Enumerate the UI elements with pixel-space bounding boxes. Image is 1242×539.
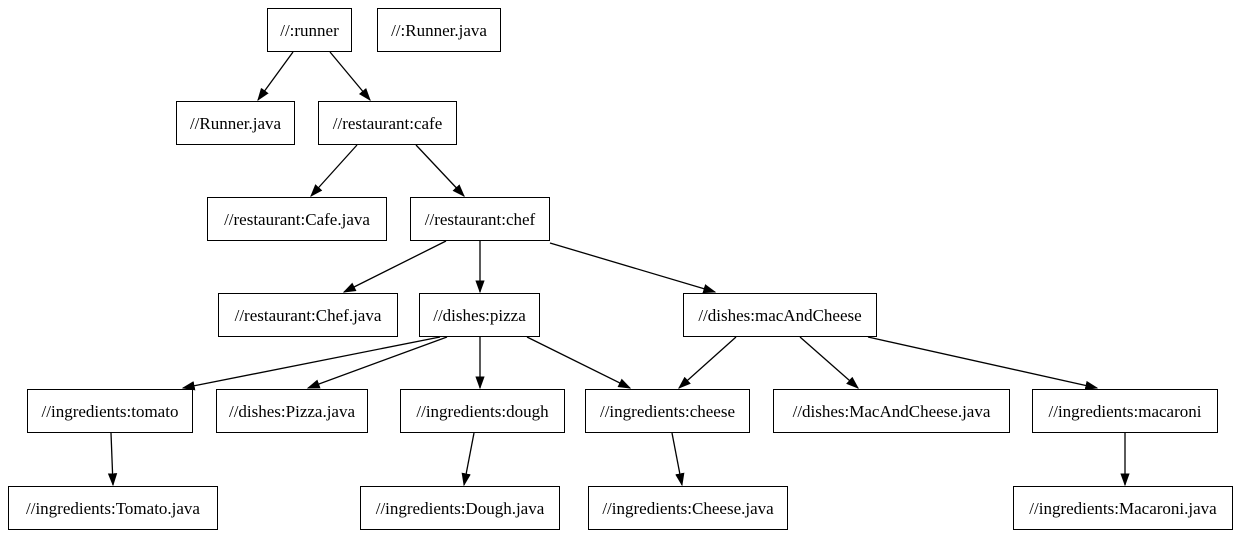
edge-pizza-to-tomato bbox=[181, 336, 441, 391]
edge-mac-and-cheese-to-cheese bbox=[678, 336, 737, 389]
node-runner-java-target: //:Runner.java bbox=[377, 8, 501, 52]
edge-runner-to-cafe bbox=[329, 51, 371, 101]
node-label-macaroni: //ingredients:macaroni bbox=[1048, 401, 1202, 421]
node-label-macaroni-java: //ingredients:Macaroni.java bbox=[1029, 498, 1217, 518]
edge-mac-and-cheese-to-mac-and-cheese-java bbox=[799, 336, 859, 389]
node-pizza-java: //dishes:Pizza.java bbox=[216, 389, 368, 433]
edge-pizza-to-pizza-java bbox=[306, 336, 448, 389]
node-pizza: //dishes:pizza bbox=[419, 293, 540, 337]
node-cheese: //ingredients:cheese bbox=[585, 389, 750, 433]
node-label-cheese: //ingredients:cheese bbox=[599, 401, 735, 421]
node-label-dough-java: //ingredients:Dough.java bbox=[375, 498, 545, 518]
node-cafe: //restaurant:cafe bbox=[318, 101, 457, 145]
node-label-tomato-java: //ingredients:Tomato.java bbox=[26, 498, 200, 518]
node-label-mac-and-cheese-java: //dishes:MacAndCheese.java bbox=[792, 401, 991, 421]
node-mac-and-cheese-java: //dishes:MacAndCheese.java bbox=[773, 389, 1010, 433]
node-label-pizza-java: //dishes:Pizza.java bbox=[228, 401, 356, 421]
edge-dough-to-dough-java bbox=[461, 432, 475, 487]
node-tomato: //ingredients:tomato bbox=[27, 389, 193, 433]
edge-chef-to-chef-java bbox=[342, 240, 447, 293]
node-cheese-java: //ingredients:Cheese.java bbox=[588, 486, 788, 530]
node-mac-and-cheese: //dishes:macAndCheese bbox=[683, 293, 877, 337]
edge-cafe-to-cafe-java bbox=[310, 144, 358, 197]
node-chef: //restaurant:chef bbox=[410, 197, 550, 241]
node-runner-java: //Runner.java bbox=[176, 101, 295, 145]
node-label-chef-java: //restaurant:Chef.java bbox=[234, 305, 382, 325]
node-label-dough: //ingredients:dough bbox=[416, 401, 549, 421]
edge-tomato-to-tomato-java bbox=[107, 432, 118, 487]
edge-cafe-to-chef bbox=[415, 144, 465, 197]
node-cafe-java: //restaurant:Cafe.java bbox=[207, 197, 387, 241]
node-label-chef: //restaurant:chef bbox=[424, 209, 536, 229]
node-runner: //:runner bbox=[267, 8, 352, 52]
edge-chef-to-mac-and-cheese bbox=[549, 242, 717, 294]
edge-pizza-to-cheese bbox=[526, 336, 632, 389]
node-macaroni: //ingredients:macaroni bbox=[1032, 389, 1218, 433]
edge-mac-and-cheese-to-macaroni bbox=[867, 336, 1099, 391]
node-label-cheese-java: //ingredients:Cheese.java bbox=[602, 498, 774, 518]
node-label-tomato: //ingredients:tomato bbox=[41, 401, 179, 421]
node-label-pizza: //dishes:pizza bbox=[433, 305, 526, 325]
edge-runner-to-runner-java bbox=[257, 51, 294, 102]
node-label-runner: //:runner bbox=[280, 20, 339, 40]
node-tomato-java: //ingredients:Tomato.java bbox=[8, 486, 218, 530]
node-macaroni-java: //ingredients:Macaroni.java bbox=[1013, 486, 1233, 530]
node-label-mac-and-cheese: //dishes:macAndCheese bbox=[698, 305, 862, 325]
node-label-cafe-java: //restaurant:Cafe.java bbox=[224, 209, 370, 229]
edge-cheese-to-cheese-java bbox=[671, 432, 685, 487]
node-chef-java: //restaurant:Chef.java bbox=[218, 293, 398, 337]
node-dough-java: //ingredients:Dough.java bbox=[360, 486, 560, 530]
node-dough: //ingredients:dough bbox=[400, 389, 565, 433]
node-label-cafe: //restaurant:cafe bbox=[332, 113, 443, 133]
node-label-runner-java-target: //:Runner.java bbox=[391, 20, 487, 40]
node-label-runner-java: //Runner.java bbox=[189, 113, 282, 133]
